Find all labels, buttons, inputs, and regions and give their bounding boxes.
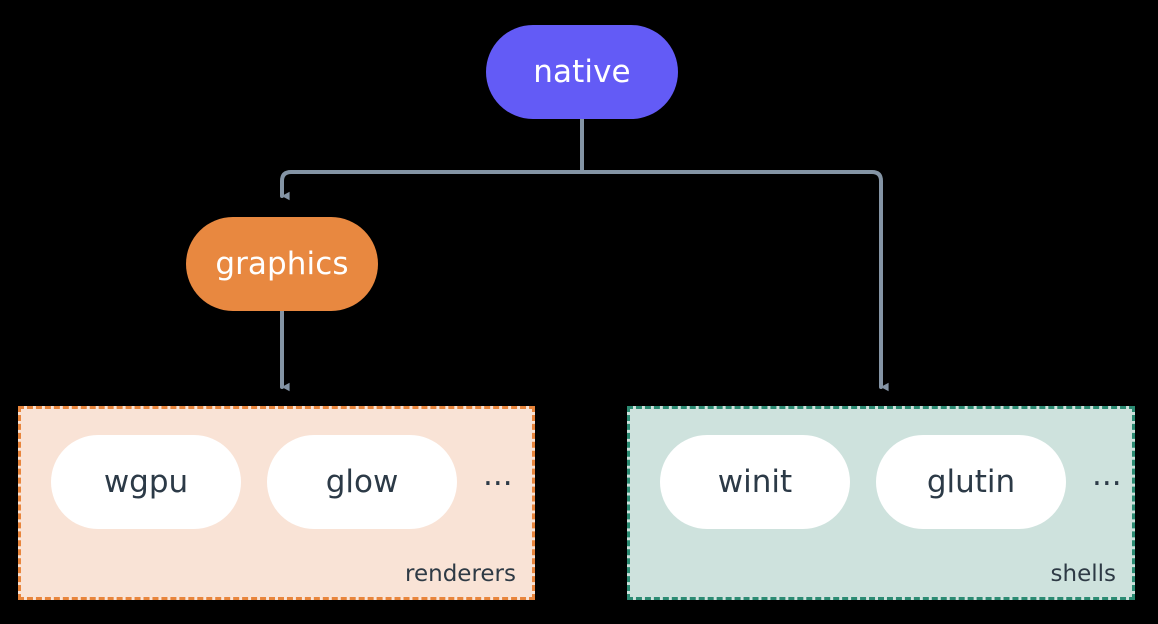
leaf-winit-label: winit — [717, 464, 793, 500]
leaf-wgpu[interactable]: wgpu — [51, 435, 241, 529]
group-shells-items: winit glutin ... — [660, 435, 1122, 529]
node-native[interactable]: native — [486, 25, 678, 119]
group-shells[interactable]: winit glutin ... shells — [627, 406, 1135, 600]
renderers-overflow-ellipsis: ... — [483, 456, 513, 493]
group-shells-label: shells — [1050, 561, 1116, 587]
group-renderers-items: wgpu glow ... — [51, 435, 513, 529]
leaf-glutin-label: glutin — [926, 464, 1016, 500]
group-renderers-label: renderers — [405, 561, 516, 587]
leaf-glow-label: glow — [325, 464, 399, 500]
group-renderers[interactable]: wgpu glow ... renderers — [18, 406, 535, 600]
leaf-wgpu-label: wgpu — [103, 464, 189, 500]
node-graphics[interactable]: graphics — [186, 217, 378, 311]
edge-native-to-shells — [580, 170, 889, 392]
edge-native-to-graphics — [280, 170, 584, 201]
node-graphics-label: graphics — [215, 246, 349, 282]
leaf-winit[interactable]: winit — [660, 435, 850, 529]
node-native-label: native — [533, 54, 631, 90]
shells-overflow-ellipsis: ... — [1092, 456, 1122, 493]
leaf-glutin[interactable]: glutin — [876, 435, 1066, 529]
leaf-glow[interactable]: glow — [267, 435, 457, 529]
